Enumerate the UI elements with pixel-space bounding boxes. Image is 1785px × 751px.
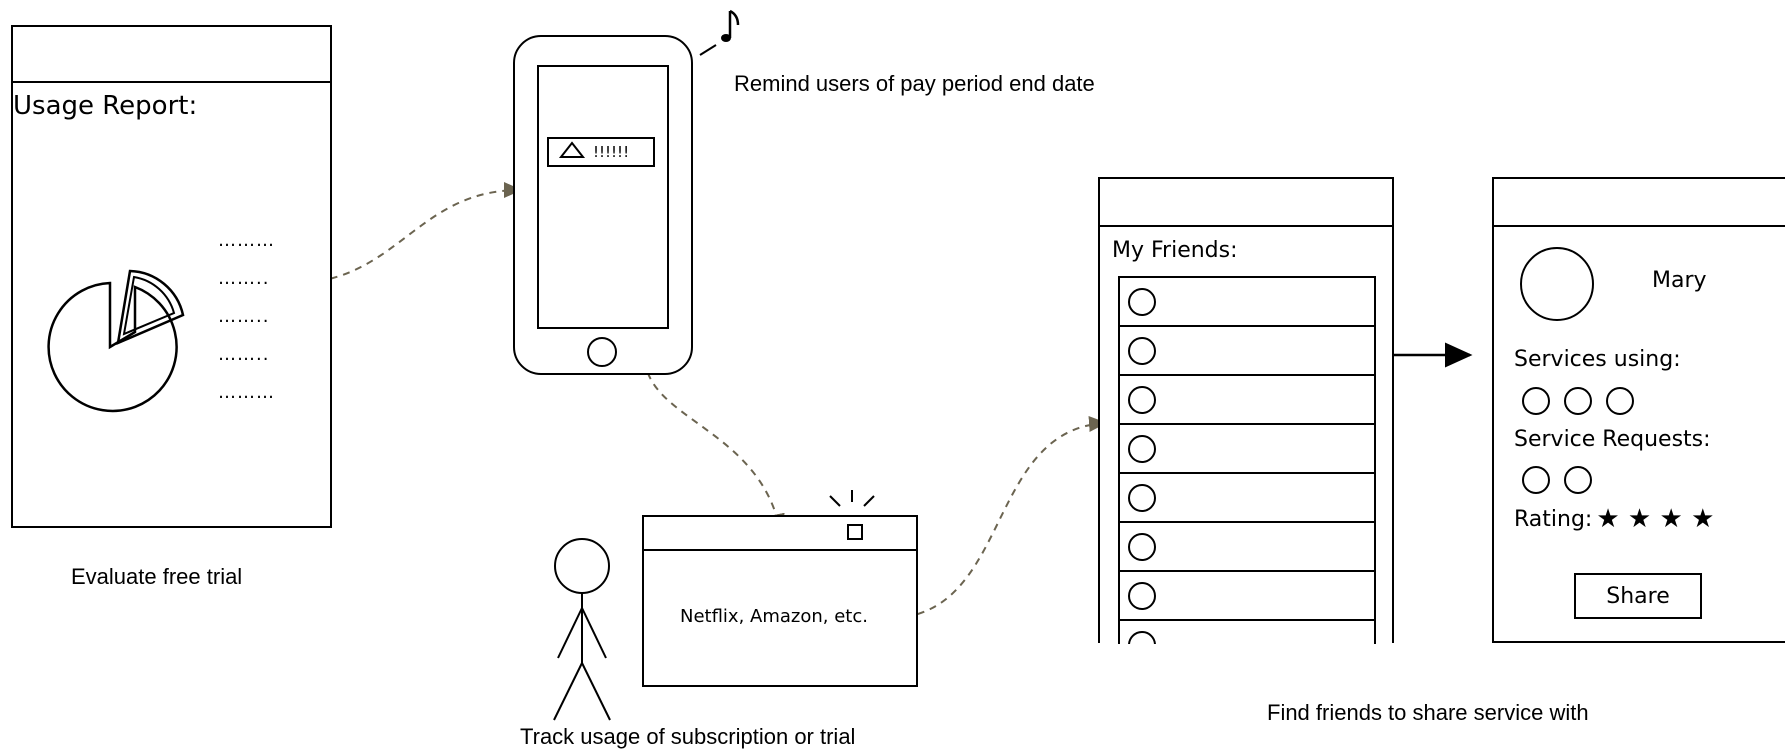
rating-stars-icon: ★ ★ ★ ★: [1596, 504, 1715, 534]
phone-device: !!!!!!: [513, 35, 693, 375]
profile-name: Mary: [1652, 268, 1707, 293]
service-icon[interactable]: [1564, 387, 1592, 415]
phone-alert-text: !!!!!!: [593, 143, 630, 161]
arrow-tracker-to-friends: [904, 416, 1107, 618]
legend-line: ………: [218, 382, 275, 403]
friend-avatar-icon: [1128, 484, 1156, 512]
legend-line: ……..: [218, 344, 270, 365]
friend-row[interactable]: [1120, 278, 1374, 327]
notification-square-icon: [847, 524, 863, 540]
usage-report-titlebar: [13, 27, 330, 83]
subscription-titlebar: [644, 517, 916, 551]
subscription-services-text: Netflix, Amazon, etc.: [680, 606, 868, 627]
legend-line: ………: [218, 230, 275, 251]
friend-avatar-icon: [1128, 631, 1156, 644]
phone-alert-banner: !!!!!!: [547, 137, 655, 167]
rating-row: Rating: ★ ★ ★ ★: [1514, 504, 1714, 534]
friend-row[interactable]: [1120, 474, 1374, 523]
friend-avatar-icon: [1128, 533, 1156, 561]
friend-row[interactable]: [1120, 572, 1374, 621]
caption-remind: Remind users of pay period end date: [734, 71, 1095, 96]
service-requests-icons: [1522, 466, 1592, 494]
legend-line: ……..: [218, 268, 270, 289]
share-button-label: Share: [1606, 583, 1670, 609]
friends-list[interactable]: [1118, 276, 1376, 644]
music-note-icon: [699, 9, 740, 56]
profile-window: Mary Services using: Service Requests: R…: [1492, 177, 1785, 643]
rating-label: Rating:: [1514, 506, 1593, 532]
legend-line: ……..: [218, 306, 270, 327]
caption-find-friends: Find friends to share service with: [1267, 700, 1589, 725]
usage-report-window: Usage Report: ……… …….. …….. …….. ………: [11, 25, 332, 528]
user-figure-icon: [553, 538, 611, 721]
caption-evaluate: Evaluate free trial: [71, 564, 243, 589]
services-using-label: Services using:: [1514, 347, 1681, 372]
service-icon[interactable]: [1606, 387, 1634, 415]
friend-avatar-icon: [1128, 435, 1156, 463]
friend-row[interactable]: [1120, 523, 1374, 572]
request-icon[interactable]: [1564, 466, 1592, 494]
friend-avatar-icon: [1128, 337, 1156, 365]
service-icon[interactable]: [1522, 387, 1550, 415]
friends-titlebar: [1100, 179, 1392, 227]
profile-avatar-icon: [1520, 247, 1594, 321]
phone-screen: !!!!!!: [537, 65, 669, 329]
friends-title: My Friends:: [1112, 238, 1238, 263]
friend-row[interactable]: [1120, 425, 1374, 474]
warning-triangle-icon: [558, 140, 586, 164]
friend-avatar-icon: [1128, 386, 1156, 414]
friends-window: My Friends:: [1098, 177, 1394, 644]
usage-report-title: Usage Report:: [13, 91, 198, 121]
services-using-icons: [1522, 387, 1634, 415]
request-icon[interactable]: [1522, 466, 1550, 494]
arrow-phone-to-tracker: [644, 359, 785, 532]
share-button[interactable]: Share: [1574, 573, 1702, 619]
arrow-usage-to-phone: [304, 182, 522, 284]
friend-avatar-icon: [1128, 582, 1156, 610]
service-requests-label: Service Requests:: [1514, 427, 1711, 452]
subscription-window: Netflix, Amazon, etc.: [642, 515, 918, 687]
friend-row-partial[interactable]: [1120, 621, 1374, 644]
pie-chart-icon: [47, 269, 185, 413]
phone-home-button[interactable]: [587, 337, 617, 367]
friend-avatar-icon: [1128, 288, 1156, 316]
notification-burst-icon: [829, 490, 875, 507]
friend-row[interactable]: [1120, 376, 1374, 425]
caption-track: Track usage of subscription or trial: [520, 724, 856, 749]
profile-titlebar: [1494, 179, 1785, 227]
friend-row[interactable]: [1120, 327, 1374, 376]
